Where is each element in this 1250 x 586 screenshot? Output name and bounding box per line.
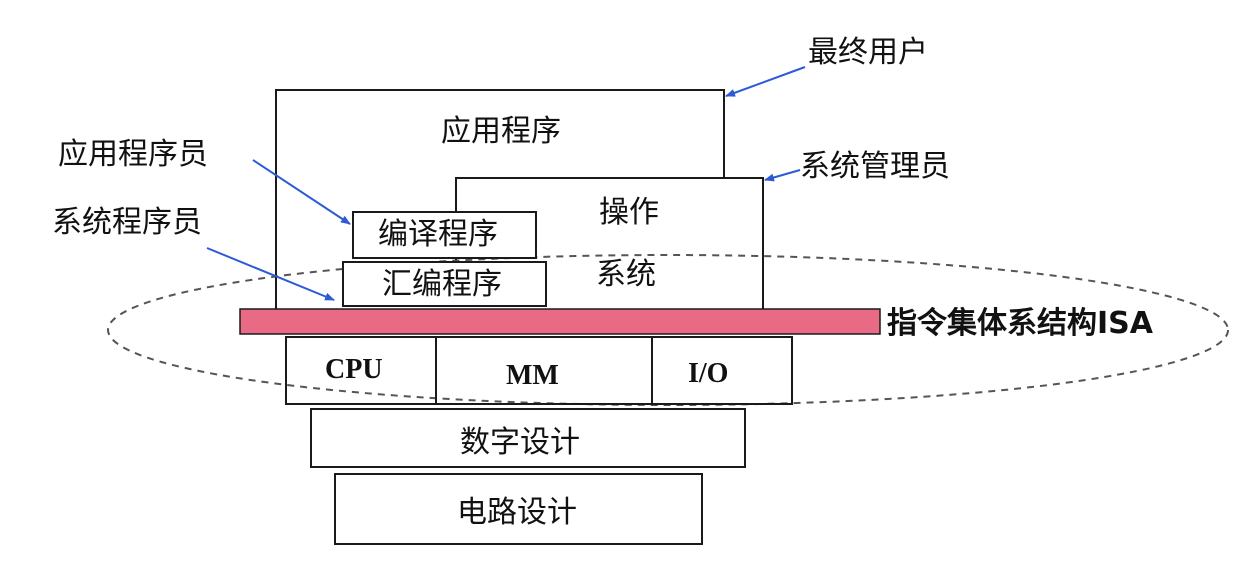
circuit-design-label: 电路设计 <box>457 495 577 530</box>
end-user-arrow <box>725 66 806 97</box>
application-label: 应用程序 <box>441 114 561 149</box>
system-programmer-arrow <box>206 247 335 301</box>
os-bottom-label: 系统 <box>596 257 656 292</box>
app-programmer-arrow <box>252 159 351 225</box>
isa-bar <box>239 308 881 335</box>
assembler-box <box>342 261 547 307</box>
assembler-label: 汇编程序 <box>382 267 502 302</box>
compiler-box <box>352 211 537 259</box>
isa-label: 指令集体系结构ISA <box>887 306 1153 341</box>
application-box <box>275 89 725 309</box>
digital-design-box <box>310 408 746 468</box>
system-programmer-label: 系统程序员 <box>52 205 202 240</box>
circuit-design-box <box>334 473 703 545</box>
io-label: I/O <box>688 358 729 389</box>
cpu-label: CPU <box>325 354 383 385</box>
digital-design-label: 数字设计 <box>460 425 580 460</box>
end-user-label: 最终用户 <box>808 35 928 70</box>
system-admin-arrow <box>764 169 801 182</box>
compiler-label: 编译程序 <box>378 217 498 252</box>
system-admin-label: 系统管理员 <box>800 149 950 184</box>
hardware-row <box>285 336 793 405</box>
mm-label: MM <box>506 360 559 391</box>
os-top-label: 操作 <box>599 195 659 230</box>
app-programmer-label: 应用程序员 <box>58 137 208 172</box>
